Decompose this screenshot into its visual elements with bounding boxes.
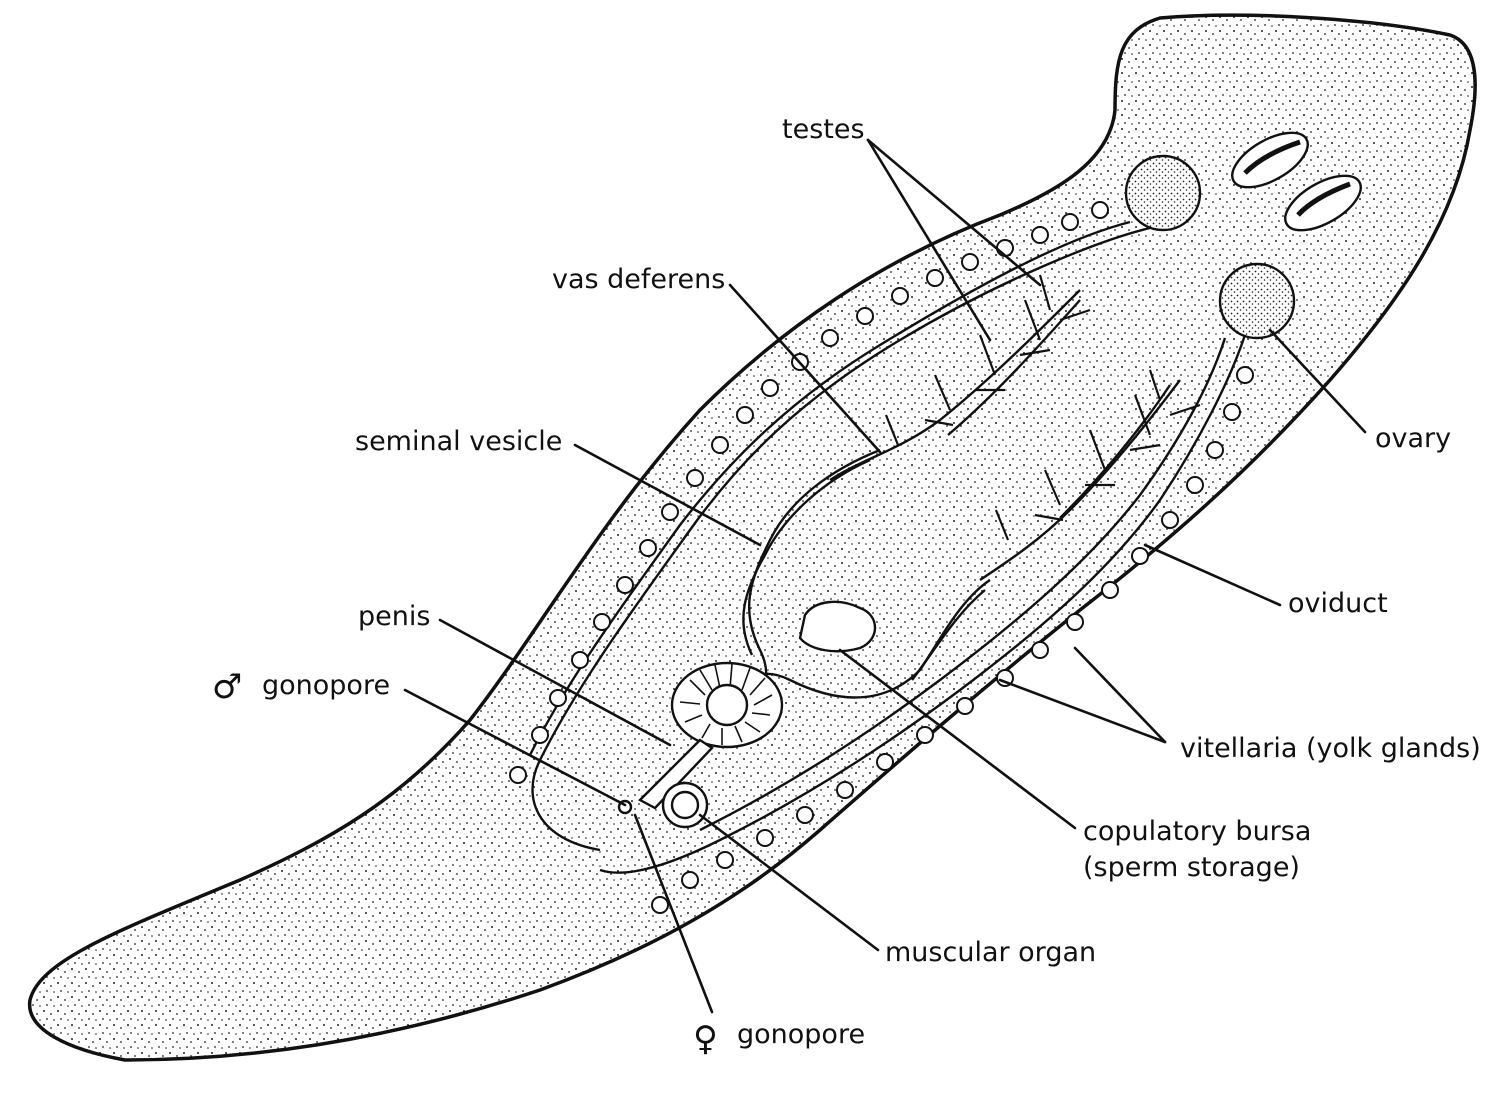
label-oviduct: oviduct (1288, 588, 1388, 619)
label-vas-deferens: vas deferens (552, 264, 725, 295)
leader-penis (438, 618, 672, 747)
body-outline (28, 13, 1477, 1062)
vitellaria-lower (651, 366, 1254, 914)
leader-vitellaria-b (998, 678, 1167, 744)
oviduct-lower (599, 334, 1247, 874)
muscular-organ (661, 781, 709, 829)
leader-testes-a (866, 138, 1042, 287)
label-female-gonopore: gonopore (737, 1019, 865, 1050)
copulatory-bursa (798, 600, 877, 653)
leader-vitellaria-a (1073, 646, 1167, 744)
female-symbol: ♀ (693, 1019, 718, 1059)
leader-male-gonopore (403, 688, 627, 807)
label-ovary: ovary (1375, 423, 1451, 454)
leader-copulatory-bursa (838, 648, 1077, 830)
leader-testes-b (866, 138, 992, 342)
penis (638, 661, 784, 810)
leader-seminal-vesicle (573, 443, 762, 547)
leader-oviduct (1143, 543, 1282, 607)
oviduct-upper (531, 226, 1151, 852)
label-male-gonopore: gonopore (262, 670, 390, 701)
leader-muscular-organ (698, 813, 880, 952)
label-vitellaria: vitellaria (yolk glands) (1180, 733, 1481, 764)
ovary-left (1124, 154, 1202, 232)
leader-ovary (1268, 328, 1367, 434)
ovary-right (1218, 262, 1296, 340)
leader-vas-deferens (728, 283, 882, 454)
male-symbol: ♂ (212, 667, 242, 707)
vitellaria-upper (509, 201, 1109, 784)
label-copulatory-bursa-line2: (sperm storage) (1083, 852, 1300, 883)
label-testes: testes (782, 114, 865, 145)
label-seminal-vesicle: seminal vesicle (355, 426, 562, 457)
label-copulatory-bursa-line1: copulatory bursa (1083, 816, 1311, 847)
label-penis: penis (358, 601, 430, 632)
testes (829, 274, 1201, 581)
label-muscular-organ: muscular organ (885, 937, 1096, 968)
leader-female-gonopore (633, 813, 714, 1014)
